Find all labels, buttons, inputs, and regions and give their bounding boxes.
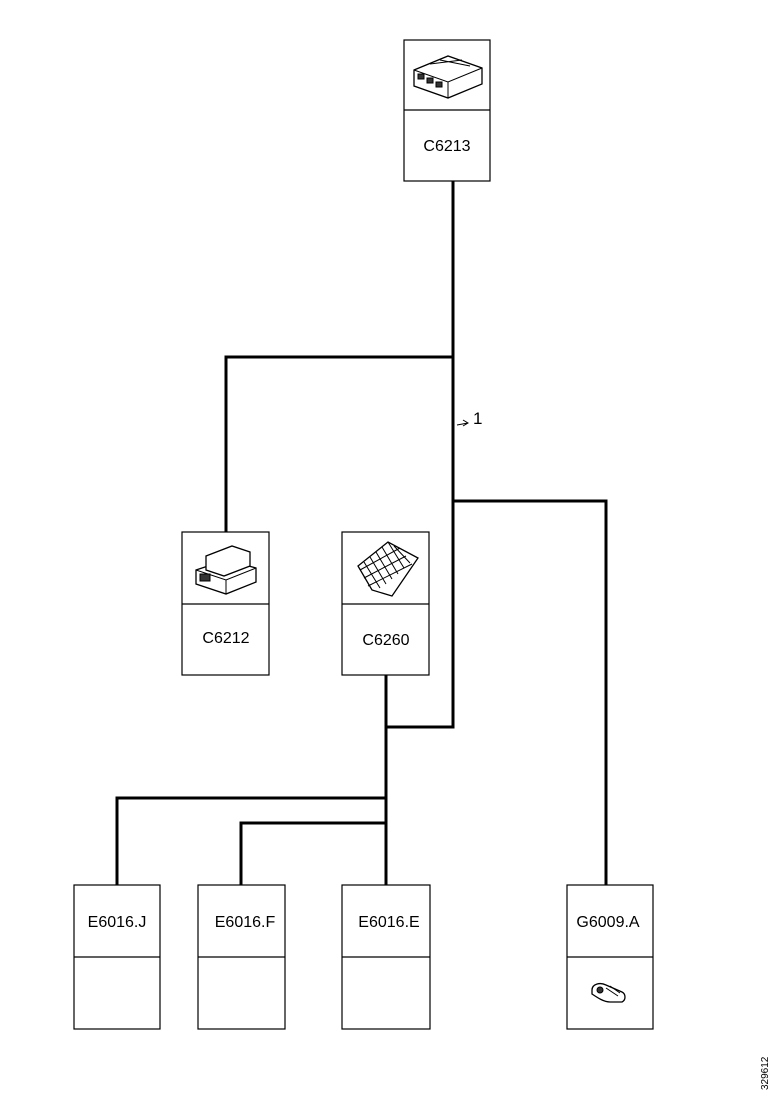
component-c6213[interactable]: C6213 (403, 39, 491, 182)
component-c6212[interactable]: C6212 (181, 531, 270, 676)
wire-branch-e6016j (115, 796, 388, 887)
wire-branch-e6016f (239, 821, 388, 887)
connector-grid-icon (357, 541, 419, 597)
component-c6260[interactable]: C6260 (341, 531, 430, 676)
wire-branch-c6212 (224, 355, 455, 534)
component-c6212-label: C6212 (202, 630, 249, 647)
callout-marker: 1 (456, 409, 482, 428)
component-e6016e[interactable]: E6016.E (341, 884, 431, 1030)
component-c6213-label: C6213 (423, 138, 470, 155)
wires (115, 180, 608, 887)
callout-leader-line (456, 419, 469, 427)
component-e6016f-label: E6016.F (215, 914, 276, 931)
component-e6016j[interactable]: E6016.J (73, 884, 161, 1030)
component-g6009a-label: G6009.A (576, 914, 639, 931)
wire-branch-g6009a (451, 499, 608, 887)
component-e6016f[interactable]: E6016.F (197, 884, 286, 1030)
connector-plug-icon (195, 545, 257, 595)
component-e6016e-label: E6016.E (358, 914, 419, 931)
component-e6016j-label: E6016.J (88, 914, 147, 931)
reference-number: 329612 (760, 1056, 771, 1090)
callout-number: 1 (473, 409, 482, 428)
component-g6009a[interactable]: G6009.A (566, 884, 654, 1030)
ground-terminal-icon (591, 983, 626, 1003)
connector-block-icon (413, 55, 483, 99)
component-c6260-label: C6260 (362, 632, 409, 649)
